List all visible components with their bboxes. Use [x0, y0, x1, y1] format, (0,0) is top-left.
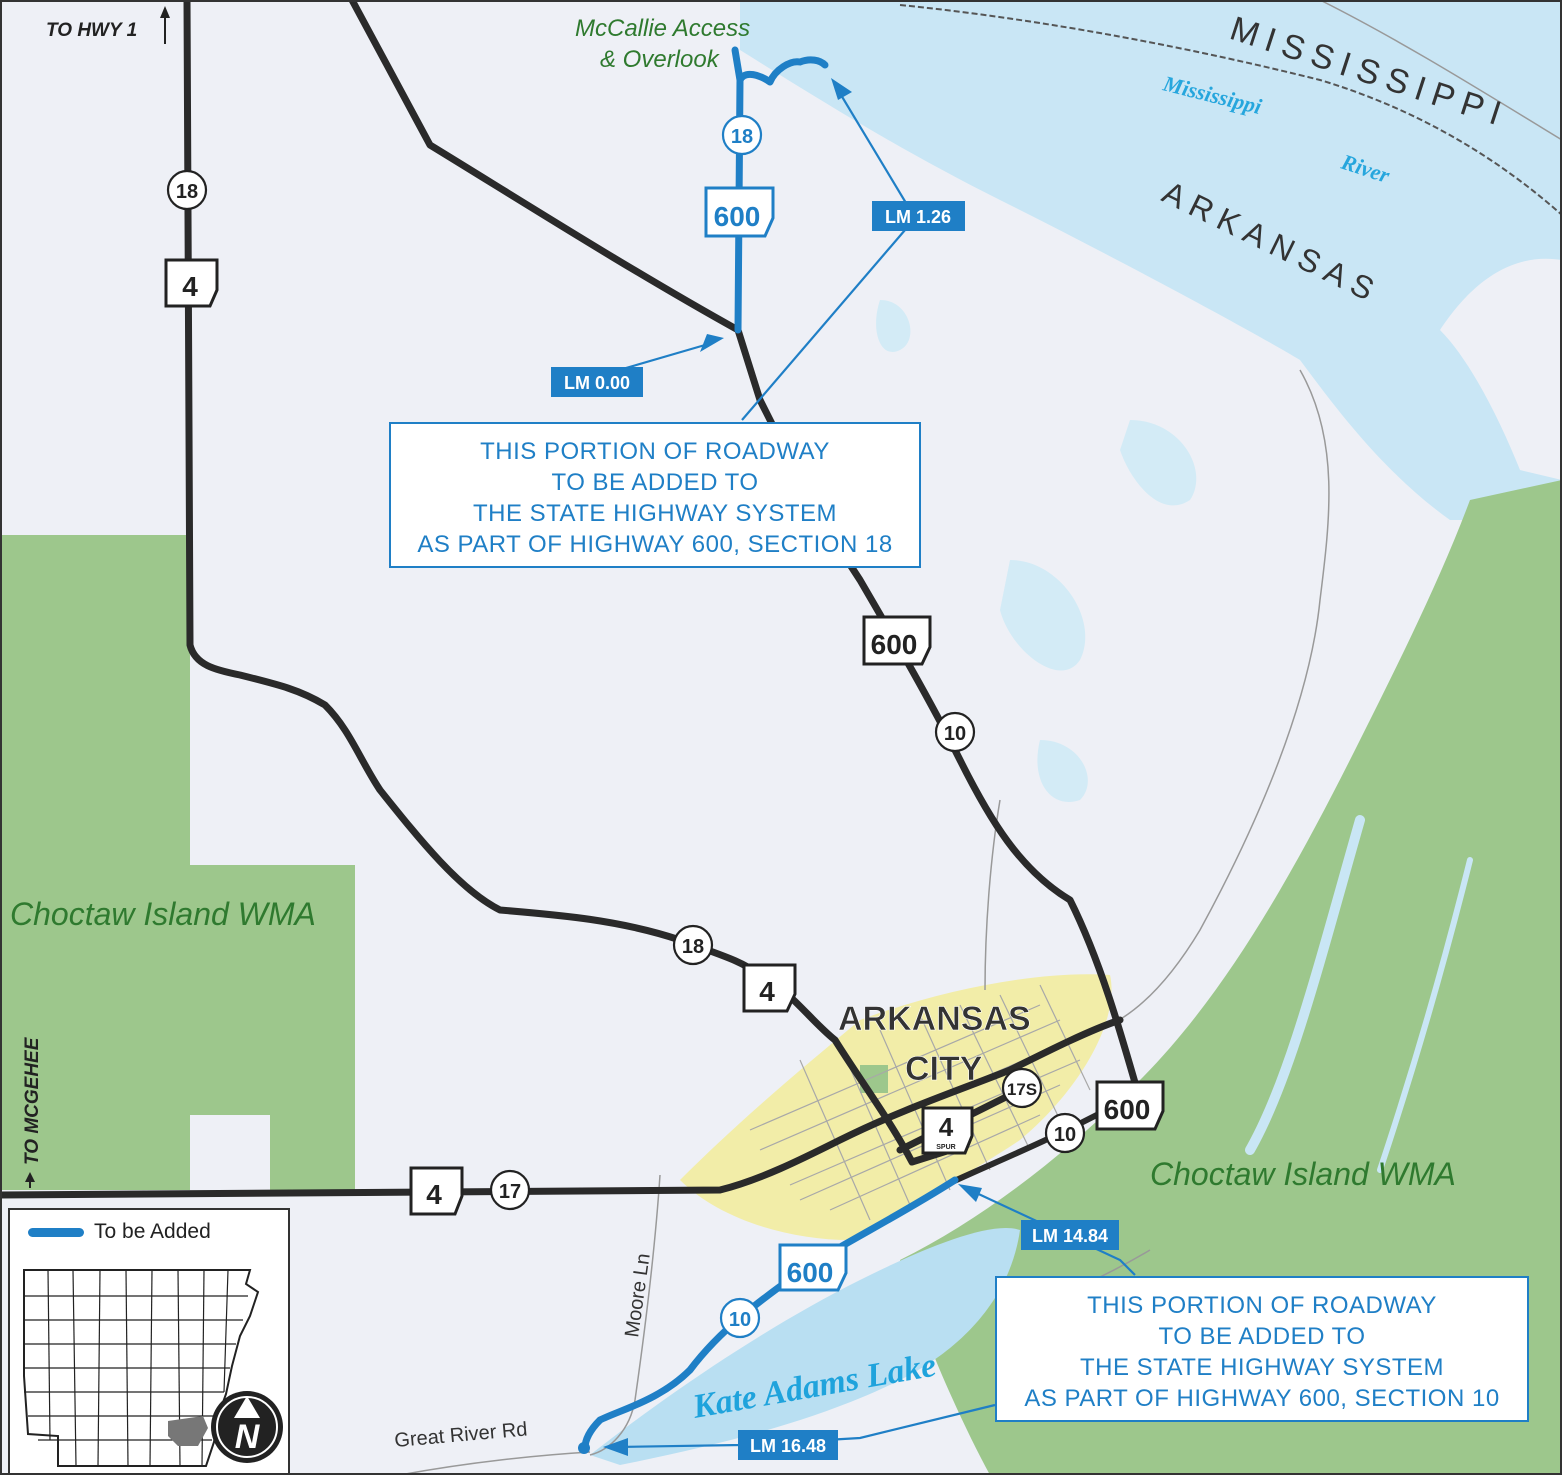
svg-text:SPUR: SPUR: [936, 1144, 955, 1151]
route-shield-600-mid: 600: [862, 615, 932, 666]
lm-16-48-endpoint: [578, 1442, 590, 1454]
city-label-line2: CITY: [905, 1050, 983, 1088]
log-mile-16-48: LM 16.48: [738, 1430, 838, 1460]
floodplain-pond: [1000, 560, 1086, 671]
wma-west-label: Choctaw Island WMA: [10, 896, 316, 932]
to-hwy1-arrow: [160, 6, 170, 44]
route-marker-18-west: 18: [166, 169, 208, 211]
svg-text:600: 600: [787, 1257, 834, 1288]
callout-line: THE STATE HIGHWAY SYSTEM: [1079, 1354, 1445, 1381]
callout-line: AS PART OF HIGHWAY 600, SECTION 18: [417, 531, 893, 558]
mississippi-river-water: [740, 0, 1562, 520]
wma-west-area: [0, 535, 355, 1190]
floodplain-pond: [876, 300, 911, 352]
city-label-line1: ARKANSAS: [838, 1000, 1031, 1038]
svg-text:600: 600: [1104, 1094, 1151, 1125]
mccallie-label-line1: McCallie Access: [575, 15, 750, 42]
to-hwy1-label: TO HWY 1: [46, 20, 137, 41]
route-shield-600-east: 600: [1095, 1080, 1165, 1131]
svg-text:18: 18: [176, 181, 198, 203]
map-legend: To be Added N: [8, 1208, 290, 1475]
svg-text:18: 18: [731, 126, 753, 148]
legend-blue-line-swatch: [28, 1227, 84, 1237]
callout-line: THIS PORTION OF ROADWAY: [1087, 1292, 1437, 1319]
wma-east-label: Choctaw Island WMA: [1150, 1156, 1456, 1192]
svg-text:4: 4: [182, 271, 198, 302]
river-branch: [1245, 815, 1365, 1155]
svg-text:10: 10: [1054, 1124, 1076, 1146]
svg-text:4: 4: [939, 1112, 954, 1142]
svg-text:4: 4: [759, 976, 775, 1007]
svg-text:17: 17: [499, 1181, 521, 1203]
log-mile-1-26: LM 1.26: [872, 201, 965, 231]
callout-section-18: THIS PORTION OF ROADWAY TO BE ADDED TO T…: [389, 422, 921, 568]
svg-text:LM 1.26: LM 1.26: [885, 207, 951, 227]
svg-text:LM 14.84: LM 14.84: [1032, 1226, 1108, 1246]
route-shield-4-north-city: 4: [742, 963, 797, 1013]
route-marker-17: 17: [489, 1169, 531, 1211]
roads-to-be-added: [581, 46, 959, 1452]
to-mcgehee-arrow: [25, 1172, 35, 1188]
route-marker-17s: 17S: [1001, 1067, 1043, 1109]
callout-line: TO BE ADDED TO: [1158, 1323, 1366, 1350]
to-mcgehee-label: TO MCGEHEE: [22, 1036, 43, 1165]
callout-line: TO BE ADDED TO: [551, 469, 759, 496]
state-boundary-line: [899, 4, 1562, 216]
svg-text:10: 10: [944, 723, 966, 745]
legend-entry-to-be-added: To be Added: [28, 1220, 211, 1244]
svg-text:10: 10: [729, 1309, 751, 1331]
log-mile-0-00: LM 0.00: [551, 367, 643, 397]
floodplain-pond: [1120, 420, 1197, 506]
floodplain-pond: [1037, 740, 1088, 802]
svg-text:N: N: [235, 1418, 261, 1456]
callout-section-10: THIS PORTION OF ROADWAY TO BE ADDED TO T…: [995, 1276, 1529, 1422]
svg-text:LM 16.48: LM 16.48: [750, 1436, 826, 1456]
callout-line: THIS PORTION OF ROADWAY: [480, 438, 830, 465]
svg-text:LM 0.00: LM 0.00: [564, 373, 630, 393]
route-shield-600-south: 600: [778, 1243, 848, 1292]
callout-line: THE STATE HIGHWAY SYSTEM: [472, 500, 838, 527]
log-mile-14-84: LM 14.84: [1021, 1220, 1119, 1250]
kate-adams-lake: [590, 1228, 1020, 1465]
route-marker-18-north: 18: [721, 114, 763, 156]
svg-text:17S: 17S: [1007, 1080, 1037, 1099]
svg-text:18: 18: [682, 936, 704, 958]
route-shield-600-north: 600: [704, 186, 775, 238]
north-arrow-icon: N: [211, 1391, 283, 1463]
route-shield-4-west: 4: [164, 258, 219, 308]
route-shield-4-west-highway: 4: [409, 1166, 464, 1216]
arkansas-inset-map: [23, 1269, 260, 1467]
river-branch: [1377, 857, 1473, 1173]
desha-county-highlight: [168, 1416, 208, 1446]
route-shield-4-spur: 4 SPUR: [921, 1106, 974, 1155]
mccallie-label-line2: & Overlook: [600, 46, 721, 73]
svg-text:600: 600: [871, 629, 918, 660]
callout-line: AS PART OF HIGHWAY 600, SECTION 10: [1024, 1385, 1500, 1412]
arkansas-city-area: [680, 974, 1112, 1240]
route-marker-10-north: 10: [934, 711, 976, 753]
svg-text:600: 600: [714, 201, 761, 232]
route-marker-10-city: 10: [1044, 1112, 1086, 1154]
hwy-10-east-segment: [950, 1105, 1112, 1185]
route-marker-18-south: 18: [672, 924, 714, 966]
svg-text:4: 4: [426, 1179, 442, 1210]
legend-label: To be Added: [94, 1220, 211, 1243]
route-marker-10-south: 10: [719, 1297, 761, 1339]
leader-arrowheads: [603, 78, 982, 1456]
